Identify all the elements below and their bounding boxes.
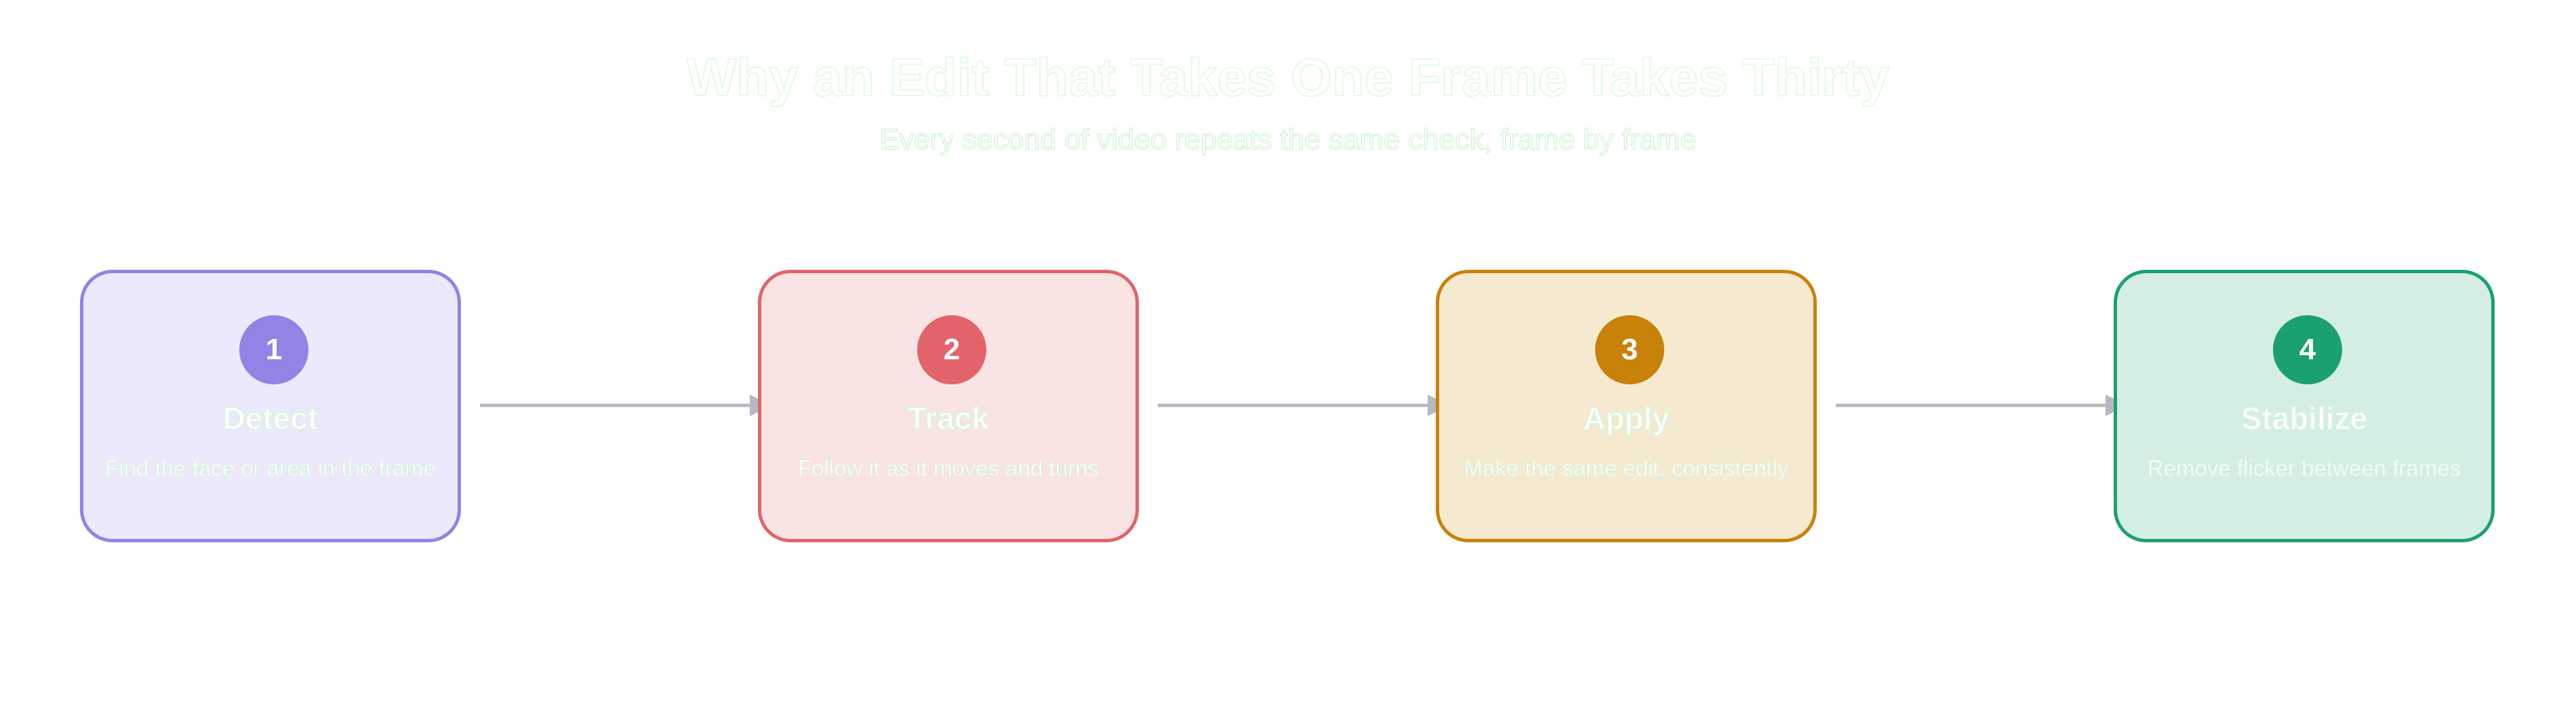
step-number-badge: 2	[917, 315, 986, 384]
step-apply: 3 Apply Make the same edit, consistently	[1436, 270, 1817, 542]
step-name: Apply	[1582, 400, 1670, 437]
step-description: Follow it as it moves and turns	[798, 456, 1100, 481]
step-stabilize: 4 Stabilize Remove flicker between frame…	[2114, 270, 2495, 542]
step-number-badge: 4	[2273, 315, 2342, 384]
step-number-badge: 1	[239, 315, 308, 384]
step-name: Track	[907, 400, 990, 437]
step-description: Remove flicker between frames	[2147, 456, 2461, 481]
diagram-title: Why an Edit That Takes One Frame Takes T…	[686, 47, 1890, 108]
step-description: Make the same edit, consistently	[1464, 456, 1789, 481]
step-name: Detect	[222, 400, 319, 437]
diagram-subtitle: Every second of video repeats the same c…	[879, 123, 1697, 157]
step-name: Stabilize	[2240, 400, 2368, 437]
arrow-track-to-apply	[1158, 395, 1449, 416]
arrow-apply-to-stabilize	[1836, 395, 2127, 416]
step-description: Find the face or area in the frame	[105, 456, 437, 481]
step-number-badge: 3	[1595, 315, 1664, 384]
step-track: 2 Track Follow it as it moves and turns	[758, 270, 1139, 542]
step-detect: 1 Detect Find the face or area in the fr…	[80, 270, 461, 542]
arrow-detect-to-track	[480, 395, 771, 416]
